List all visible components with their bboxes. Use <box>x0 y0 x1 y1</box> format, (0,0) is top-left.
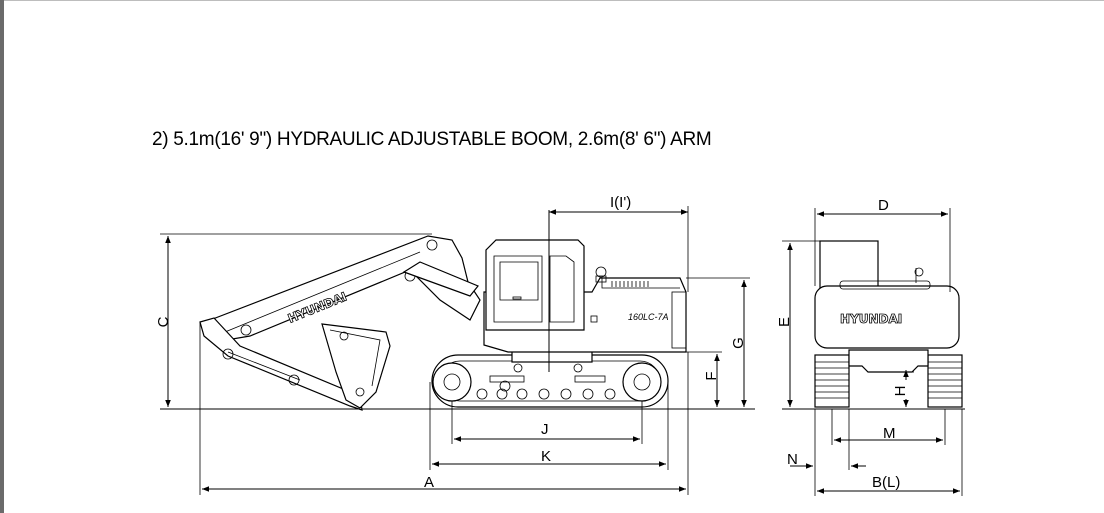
rear-cab <box>819 240 879 292</box>
svg-text:F: F <box>703 371 720 380</box>
bucket <box>321 323 391 409</box>
page-title: 2) 5.1m(16' 9") HYDRAULIC ADJUSTABLE BOO… <box>152 129 712 150</box>
dimension-f: F <box>686 351 722 407</box>
track-assembly <box>431 349 669 408</box>
arm <box>199 317 363 411</box>
svg-text:A: A <box>424 474 434 491</box>
svg-text:I(I'): I(I') <box>610 194 631 211</box>
svg-text:N: N <box>787 451 798 468</box>
rear-track-right <box>927 354 963 408</box>
dimension-h: H <box>892 370 914 407</box>
dimension-e: E <box>776 240 820 407</box>
dimension-a: A <box>199 322 689 495</box>
svg-text:J: J <box>541 421 549 438</box>
dimension-d: D <box>814 197 951 292</box>
rear-brand-logo: HYUNDAI <box>840 312 902 326</box>
svg-text:K: K <box>541 448 551 465</box>
dimension-i: I(I') <box>549 194 689 292</box>
svg-text:E: E <box>776 317 793 327</box>
viewer-left-edge <box>0 0 4 513</box>
dimension-b: B(L) <box>817 409 963 496</box>
side-view: 160LC-7A HYUNDAI <box>155 194 755 495</box>
dimension-m: M <box>831 409 946 445</box>
svg-text:G: G <box>730 337 747 349</box>
svg-text:B(L): B(L) <box>872 474 900 491</box>
dimension-n: N <box>787 409 866 496</box>
svg-text:H: H <box>892 386 909 397</box>
dimension-j: J <box>451 401 643 444</box>
rear-track-left <box>814 354 850 408</box>
page-top-edge <box>0 0 1104 1</box>
model-logo: 160LC-7A <box>628 312 669 322</box>
operator-cab <box>485 239 585 331</box>
rear-counterweight <box>814 285 960 349</box>
svg-text:D: D <box>878 197 889 214</box>
svg-text:C: C <box>155 316 172 327</box>
dimension-k: K <box>429 382 669 470</box>
rear-undercarriage <box>848 349 929 373</box>
svg-text:M: M <box>883 425 896 442</box>
dimension-c: C <box>155 233 432 407</box>
rear-view: HYUNDAI D <box>776 197 965 496</box>
dimension-g: G <box>686 277 750 407</box>
